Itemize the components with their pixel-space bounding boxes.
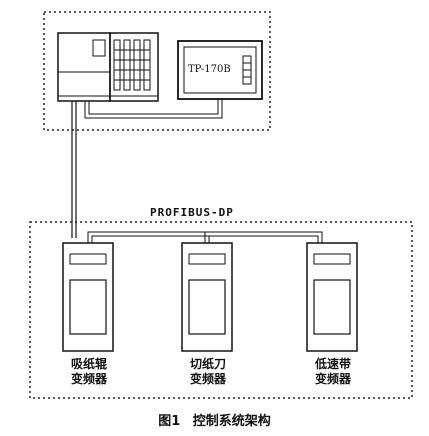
drive-3-label-line1: 低速带: [314, 357, 351, 371]
drive-2: [181, 242, 233, 352]
drive-1-label: 吸纸辊 变频器: [54, 357, 124, 387]
plc-hmi-cable: [84, 99, 223, 119]
drive-2-label-line2: 变频器: [189, 372, 226, 386]
profibus-bus-links: [87, 231, 323, 243]
drive-1-label-line2: 变频器: [70, 372, 107, 386]
control-cabinet-boundary: [43, 11, 271, 131]
figure-caption: 图1 控制系统架构: [0, 410, 429, 429]
drive-1-label-line1: 吸纸辊: [70, 357, 107, 371]
drive-3-label: 低速带 变频器: [298, 357, 368, 387]
drive-1: [62, 242, 114, 352]
plc-unit: [57, 32, 159, 102]
drive-3: [306, 242, 358, 352]
profibus-label: PROFIBUS-DP: [150, 206, 234, 219]
drive-2-label-line1: 切纸刀: [189, 357, 226, 371]
field-area-boundary: [29, 221, 413, 399]
profibus-trunk: [71, 101, 77, 238]
hmi-model-label: TP-170B: [188, 64, 231, 75]
drive-2-label: 切纸刀 变频器: [173, 357, 243, 387]
figure-title: 控制系统架构: [192, 414, 271, 429]
hmi-panel: [177, 40, 263, 100]
drive-3-label-line2: 变频器: [314, 372, 351, 386]
figure-number: 图1: [158, 414, 181, 429]
